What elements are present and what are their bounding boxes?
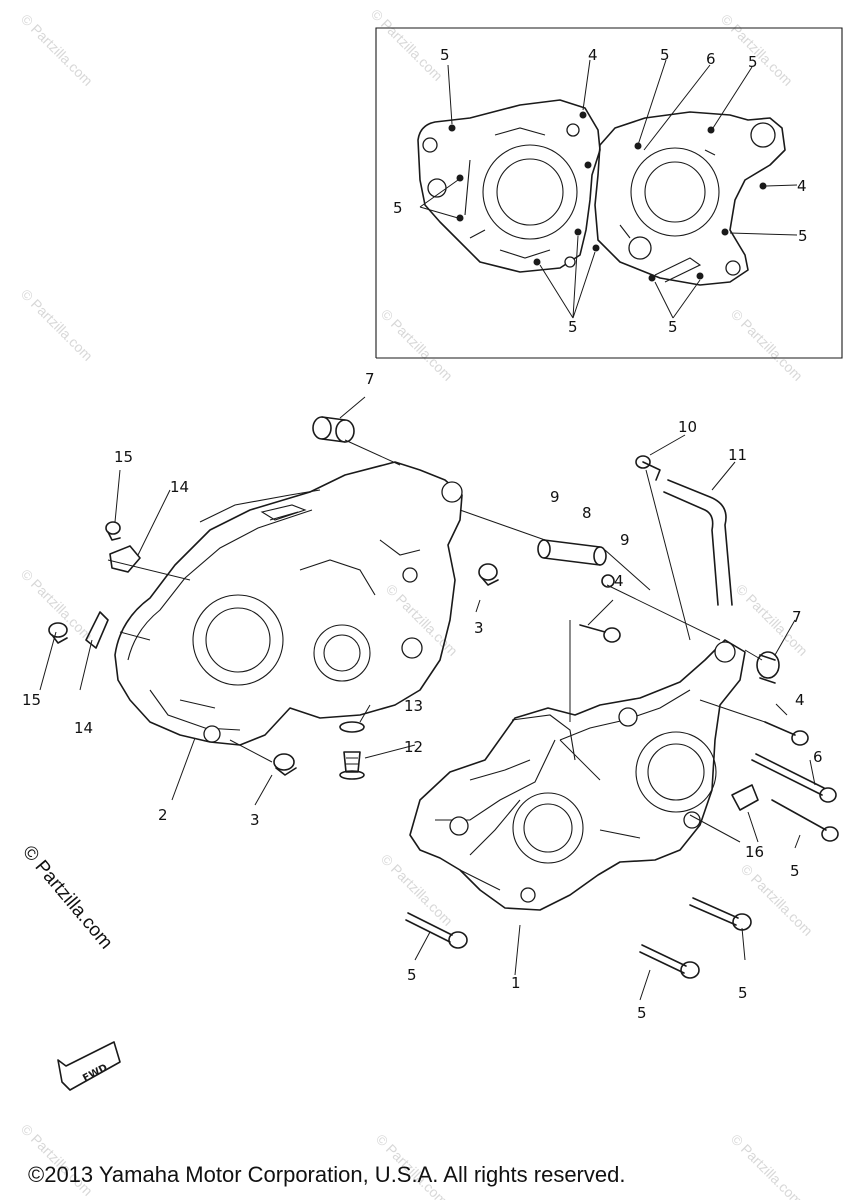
callout-15: 15 [114, 448, 133, 466]
small-parts [48, 416, 839, 979]
watermark: © Partzilla.com [18, 566, 96, 644]
callout-12: 12 [404, 738, 423, 756]
copyright-notice: ©2013 Yamaha Motor Corporation, U.S.A. A… [28, 1162, 626, 1187]
callout-15: 15 [22, 691, 41, 709]
callout-5: 5 [668, 318, 678, 336]
screw-15-upper [105, 521, 121, 541]
callout-9: 9 [620, 531, 630, 549]
gasket-13 [339, 721, 365, 733]
breather-hose-11 [663, 479, 733, 606]
watermark: © Partzilla.com [378, 306, 456, 384]
callout-10: 10 [678, 418, 697, 436]
right-crankcase-half [409, 639, 746, 911]
bolt-5-center [639, 944, 700, 979]
callout-8: 8 [582, 504, 592, 522]
callout-5: 5 [637, 1004, 647, 1022]
callout-11: 11 [728, 446, 747, 464]
dowel-3-upper [478, 563, 499, 586]
plate-14-lower [85, 611, 109, 649]
left-crankcase-half [114, 461, 463, 746]
callout-13: 13 [404, 697, 423, 715]
callout-5: 5 [748, 53, 758, 71]
callout-14: 14 [74, 719, 93, 737]
watermark: © Partzilla.com [718, 11, 796, 89]
watermark-layer: © Partzilla.com © Partzilla.com © Partzi… [18, 6, 816, 1200]
pipe-8 [537, 539, 607, 566]
watermark: © Partzilla.com [368, 6, 446, 84]
bush-7-lower [756, 651, 780, 684]
callout-5: 5 [798, 227, 808, 245]
assembly-lines [39, 396, 816, 1001]
callout-4: 4 [614, 572, 624, 590]
bush-7-upper [312, 416, 355, 443]
bolt-6 [751, 753, 837, 803]
watermark: © Partzilla.com [728, 306, 806, 384]
hose-fitting-10 [635, 455, 661, 481]
bolt-5-right-lower [689, 897, 752, 931]
callout-9: 9 [550, 488, 560, 506]
callout-labels: 5 4 5 6 5 4 5 5 5 5 7 15 14 10 11 9 8 9 … [22, 46, 823, 1022]
callout-2: 2 [158, 806, 168, 824]
callout-3: 3 [250, 811, 260, 829]
bolt-5-left [405, 912, 468, 949]
callout-14: 14 [170, 478, 189, 496]
bolt-4-upper [579, 624, 621, 643]
watermark: © Partzilla.com [18, 286, 96, 364]
callout-6: 6 [706, 50, 716, 68]
bolt-4-lower [764, 721, 809, 746]
callout-5: 5 [393, 199, 403, 217]
callout-5: 5 [568, 318, 578, 336]
callout-7: 7 [792, 608, 802, 626]
callout-16: 16 [745, 843, 764, 861]
callout-7: 7 [365, 370, 375, 388]
callout-3: 3 [474, 619, 484, 637]
fwd-label: FWD [81, 1062, 109, 1084]
circlip-9 [601, 574, 615, 588]
bracket-16 [731, 784, 759, 811]
side-watermark: © Partzilla.com [18, 842, 116, 954]
callout-1: 1 [511, 974, 521, 992]
drain-plug-12 [339, 751, 365, 780]
bolt-5-right [771, 799, 839, 842]
dowel-3-lower [273, 753, 297, 776]
callout-5: 5 [407, 966, 417, 984]
callout-5: 5 [440, 46, 450, 64]
callout-5: 5 [790, 862, 800, 880]
callout-4: 4 [797, 177, 807, 195]
callout-5: 5 [660, 46, 670, 64]
callout-6: 6 [813, 748, 823, 766]
plate-14-upper [109, 545, 141, 573]
watermark: © Partzilla.com [18, 11, 96, 89]
callout-4: 4 [795, 691, 805, 709]
inset-crankcase-view [375, 27, 843, 359]
fwd-arrow-icon: FWD [57, 1041, 121, 1091]
callout-4: 4 [588, 46, 598, 64]
screw-15-lower [48, 622, 68, 644]
callout-5: 5 [738, 984, 748, 1002]
